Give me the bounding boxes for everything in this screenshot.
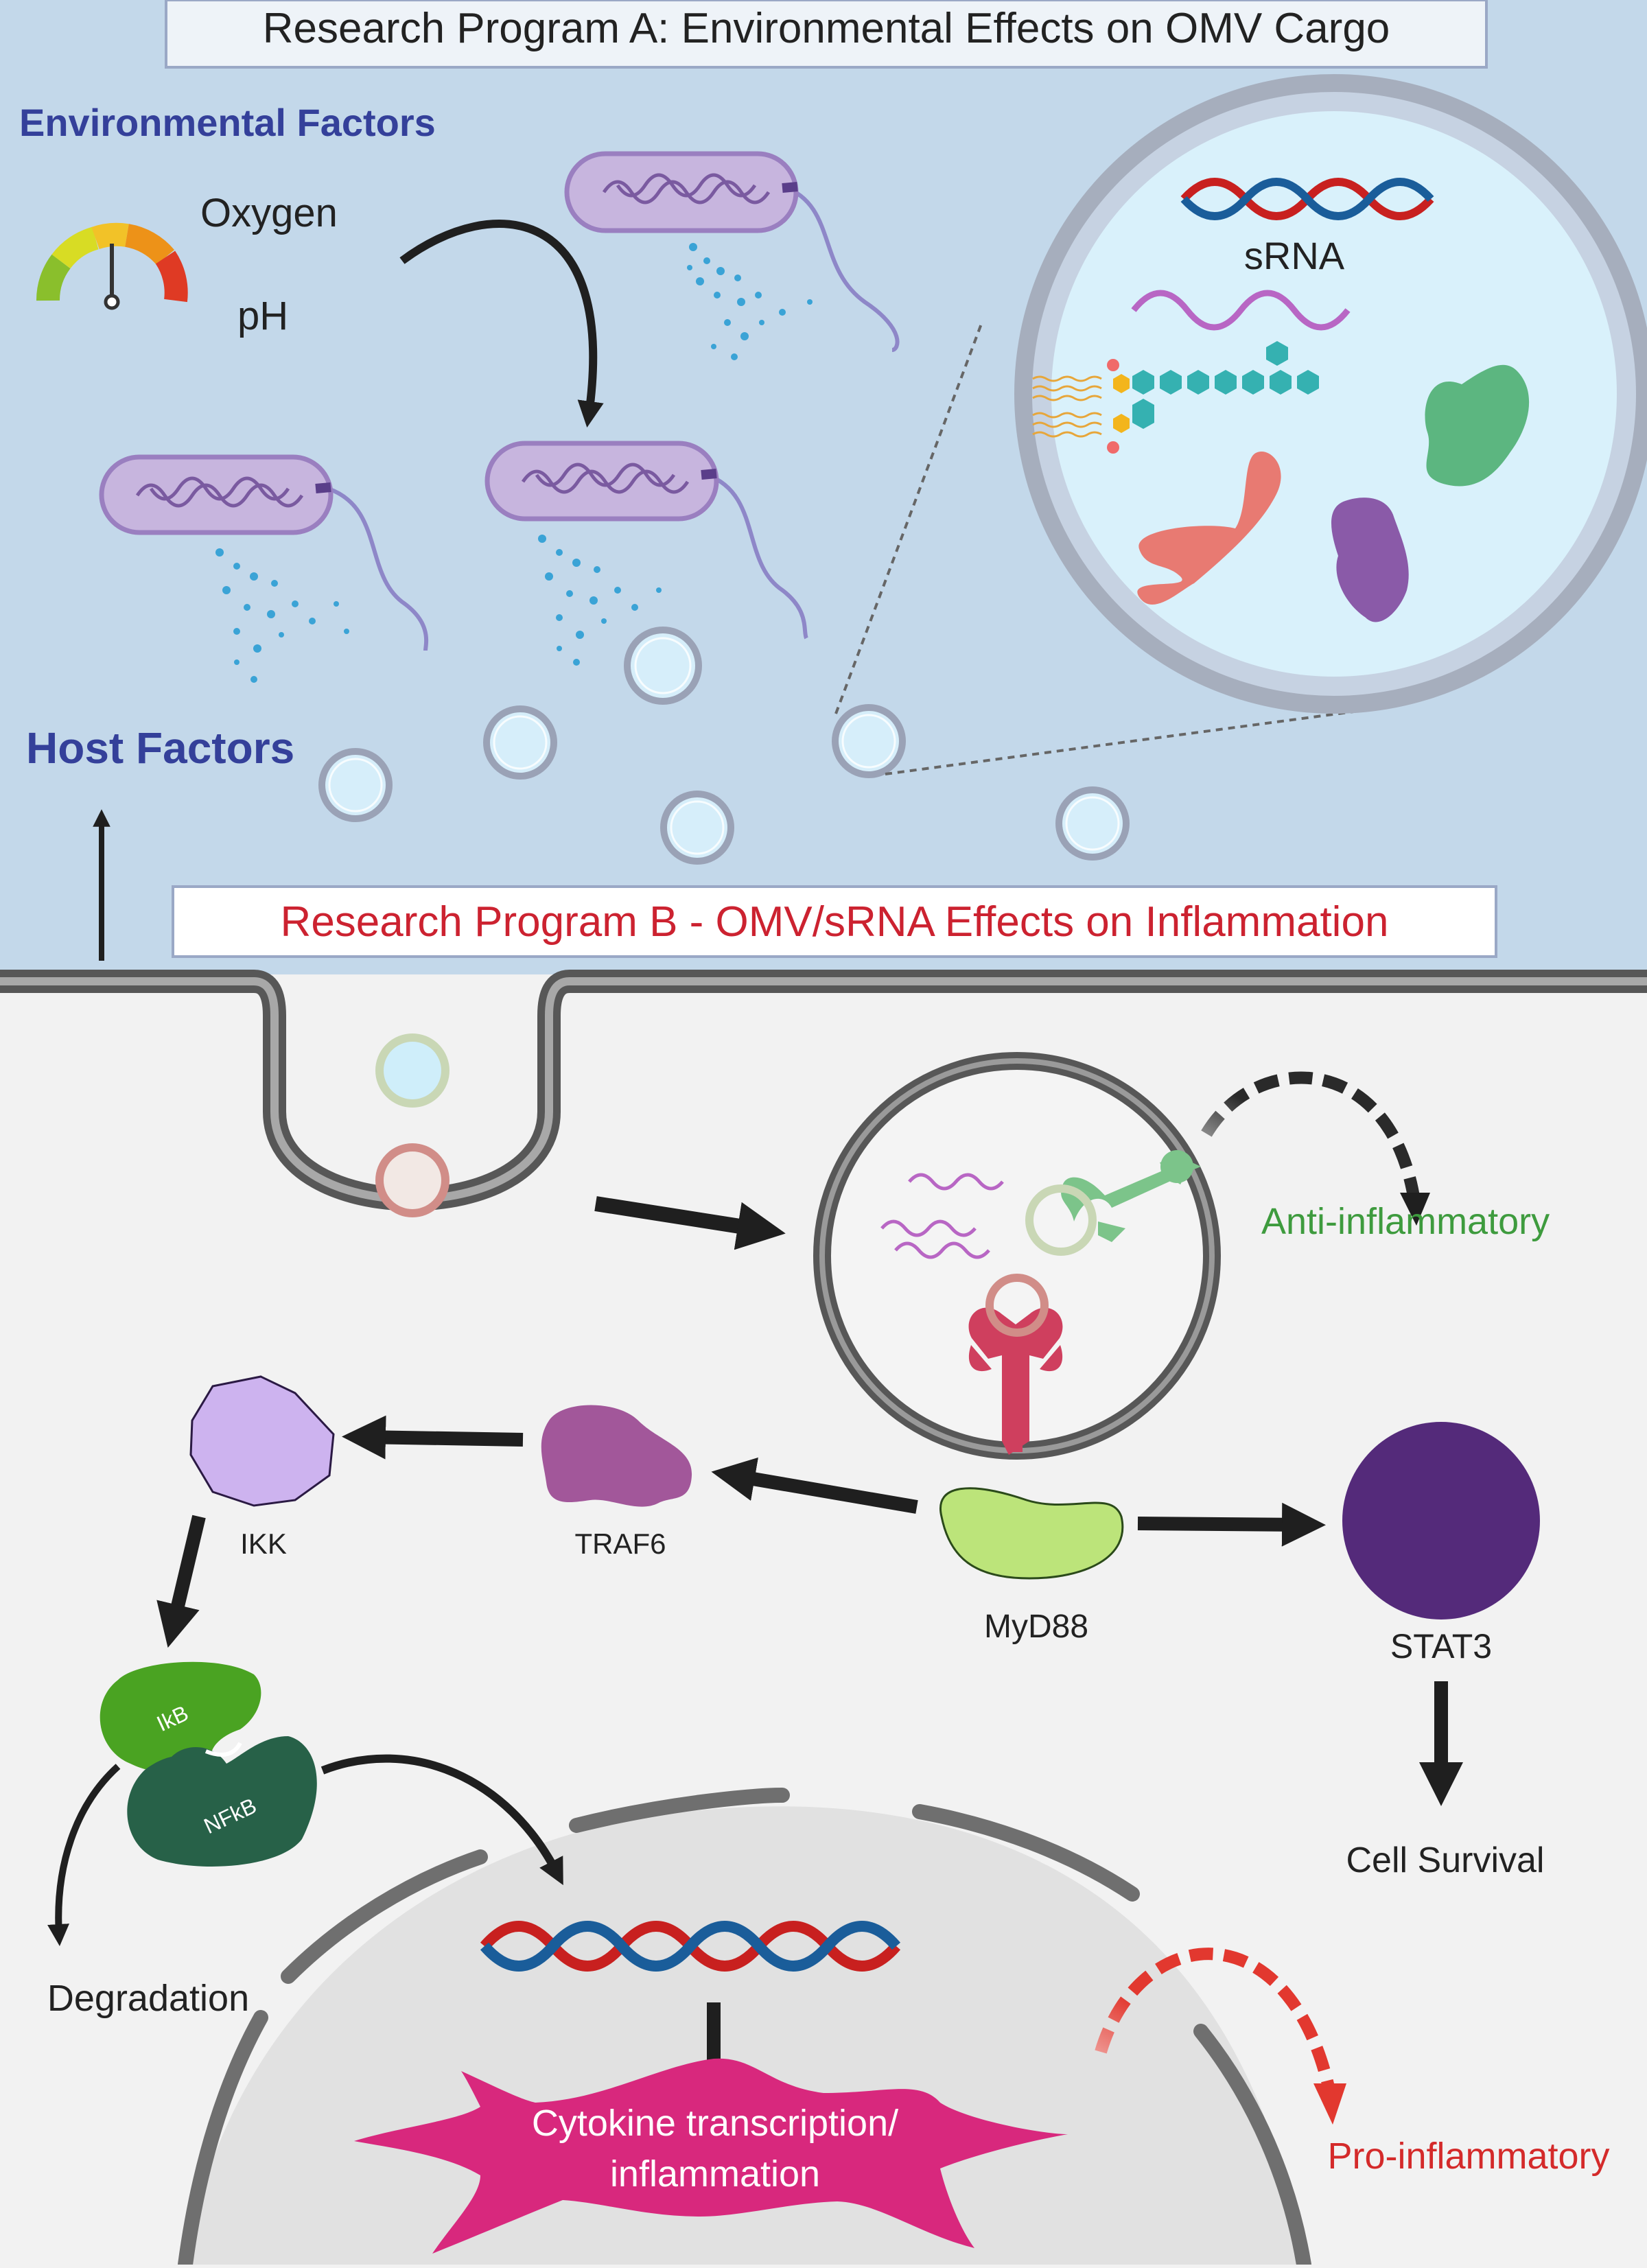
omv-in-pit <box>375 1143 449 1217</box>
zoom-line <box>834 323 983 714</box>
anti-inflammatory-receptor <box>1061 1150 1201 1242</box>
zoom-line <box>885 710 1359 775</box>
protein-purple <box>1331 498 1409 622</box>
omv-vesicle <box>832 704 906 778</box>
ph-label: pH <box>237 294 288 338</box>
program-a-title-box: Research Program A: Environmental Effect… <box>165 0 1488 69</box>
cell-survival-label: Cell Survival <box>1346 1840 1545 1880</box>
cytokine-label-line1: Cytokine transcription/ <box>532 2103 898 2144</box>
protein-green <box>1425 364 1530 487</box>
program-b-title: Research Program B - OMV/sRNA Effects on… <box>281 898 1389 946</box>
srna-icon <box>1131 290 1351 331</box>
program-a-title: Research Program A: Environmental Effect… <box>263 5 1390 52</box>
srna-waves-endosome <box>880 1173 1004 1259</box>
omv-in-pit <box>375 1033 449 1108</box>
omv-vesicle <box>624 627 702 705</box>
internalization-arrow <box>594 1196 786 1250</box>
nuclear-envelope <box>178 1788 1311 2268</box>
omv-vesicles <box>318 627 1130 865</box>
anti-inflammatory-label: Anti-inflammatory <box>1261 1201 1550 1242</box>
stat3-label: STAT3 <box>1390 1627 1492 1665</box>
oxygen-label: Oxygen <box>200 191 338 235</box>
omv-vesicle <box>483 705 557 780</box>
nucleus-dna-icon <box>480 1921 901 1972</box>
srna-label: sRNA <box>1244 234 1345 277</box>
degradation-arrow <box>47 1764 121 1946</box>
omv-bound <box>1025 1184 1097 1256</box>
omv-vesicle <box>660 791 734 865</box>
gauge-icon <box>36 222 188 310</box>
myd88-to-traf6-arrow <box>711 1457 918 1514</box>
nfkb-shape <box>127 1736 317 1867</box>
bacterium-3 <box>484 441 808 666</box>
traf6-to-ikk-arrow <box>342 1415 524 1460</box>
bacterium-1 <box>564 151 900 360</box>
myd88-shape <box>939 1487 1124 1580</box>
myd88-to-stat3-arrow <box>1137 1502 1326 1547</box>
omv-bound-tlr <box>985 1274 1049 1337</box>
cytokine-label-line2: inflammation <box>610 2153 820 2195</box>
bacterium-2 <box>99 454 429 683</box>
ikk-label: IKK <box>240 1528 287 1560</box>
ikk-to-ikb-arrow <box>156 1515 206 1648</box>
stat3-shape <box>1342 1422 1540 1620</box>
degradation-label: Degradation <box>47 1978 249 2019</box>
protein-pink <box>1137 452 1281 605</box>
omv-vesicle <box>318 748 393 822</box>
pro-inflammatory-label: Pro-inflammatory <box>1327 2136 1609 2177</box>
environmental-factors-label: Environmental Factors <box>19 101 436 144</box>
tlr-receptor <box>968 1307 1063 1455</box>
host-factors-label: Host Factors <box>26 723 294 773</box>
environment-arrow <box>399 220 604 428</box>
dna-icon <box>1180 178 1434 220</box>
anti-inflammatory-arrow <box>1201 1071 1421 1206</box>
lps-icon <box>1032 341 1319 454</box>
ikb-shape <box>100 1661 261 1774</box>
cytokine-star <box>354 2058 1068 2254</box>
traf6-label: TRAF6 <box>574 1528 666 1560</box>
program-b-title-box: Research Program B - OMV/sRNA Effects on… <box>172 885 1497 958</box>
myd88-label: MyD88 <box>984 1609 1088 1645</box>
omv-vesicle <box>1055 786 1130 861</box>
ikk-shape <box>189 1375 335 1507</box>
pro-inflammatory-arrow <box>1095 1948 1336 2094</box>
omv-zoom-circle <box>1014 74 1647 714</box>
traf6-shape <box>541 1405 692 1507</box>
nfkb-translocation-arrow <box>320 1754 563 1886</box>
